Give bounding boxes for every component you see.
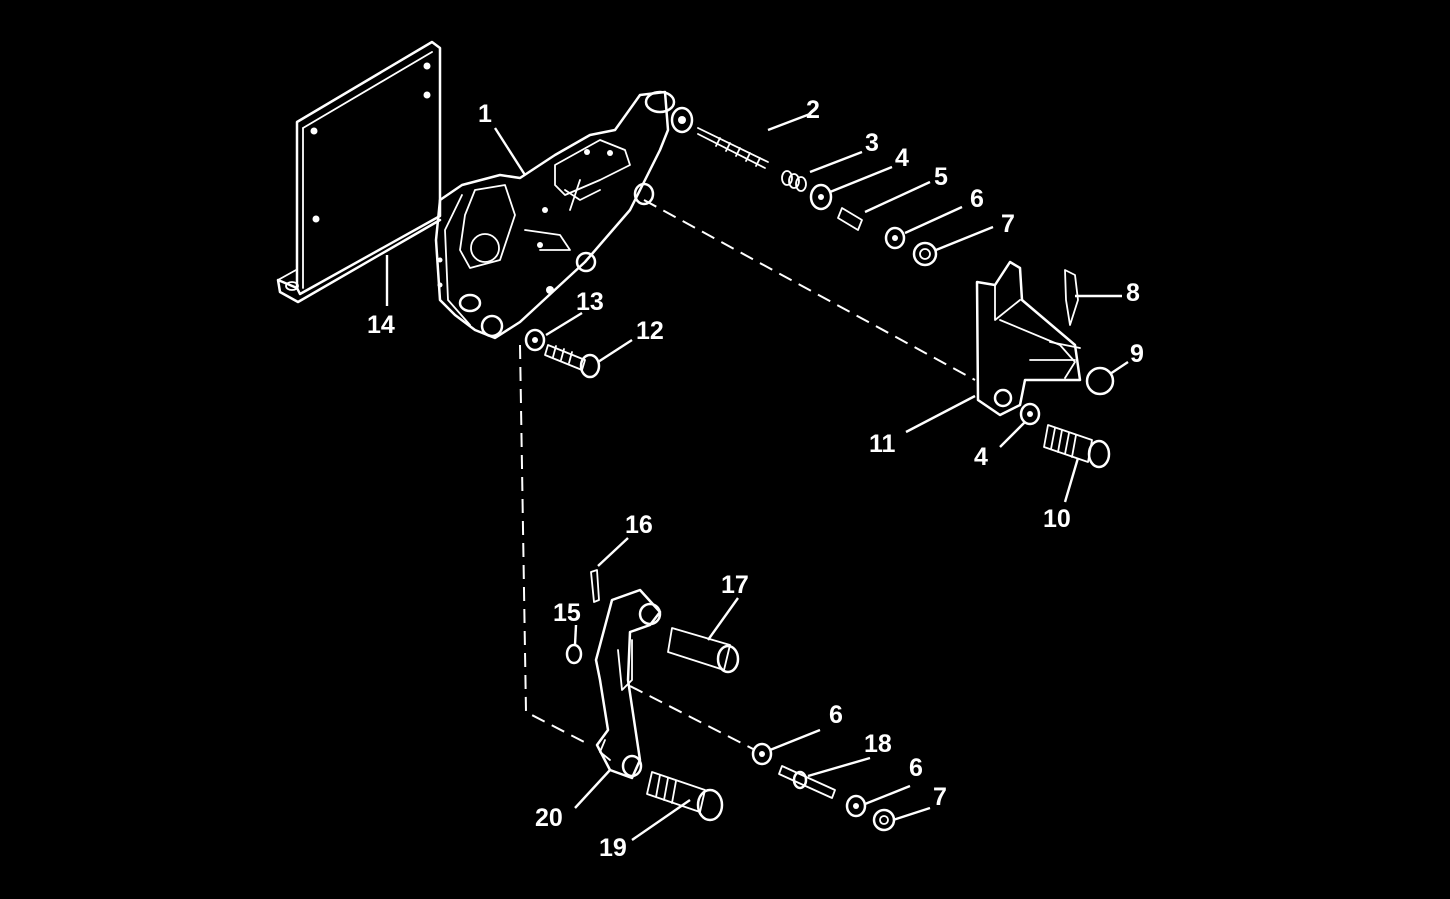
- part-15-washer: [565, 643, 583, 665]
- part-1-main-bracket: [434, 90, 694, 340]
- callout-20: 20: [535, 804, 563, 832]
- callout-6: 6: [970, 185, 984, 213]
- part-19-bolt: [646, 771, 724, 822]
- callout-labels: 1 2 3 4 5 6 7 8 9 11 4 10 13 12 14 16 15…: [367, 96, 1144, 862]
- callout-6c: 6: [909, 754, 923, 782]
- part-2-bolt: [697, 127, 769, 169]
- callout-12: 12: [636, 317, 664, 345]
- part-7-nut-b: [872, 808, 896, 832]
- leader-lines: [385, 112, 1129, 841]
- part-10-bolt: [1043, 424, 1111, 469]
- callout-18: 18: [864, 730, 892, 758]
- part-9-cap: [1085, 366, 1115, 396]
- part-14-mounting-plate: [276, 40, 442, 304]
- part-5-pin: [837, 207, 863, 231]
- part-6-washer-c: [845, 794, 867, 818]
- callout-19: 19: [599, 834, 627, 862]
- callout-14: 14: [367, 311, 395, 339]
- callout-9: 9: [1130, 340, 1144, 368]
- part-13-washer: [524, 328, 546, 352]
- callout-1: 1: [478, 100, 492, 128]
- part-4-washer-b: [1019, 402, 1041, 426]
- callout-10: 10: [1043, 505, 1071, 533]
- callout-17: 17: [721, 571, 749, 599]
- callout-7b: 7: [933, 783, 947, 811]
- part-8-cotter-pin: [1064, 269, 1079, 326]
- part-11-pivot-bracket: [975, 260, 1082, 417]
- part-16-cotter-pin: [590, 569, 600, 603]
- callout-7: 7: [1001, 210, 1015, 238]
- part-4-washer: [809, 183, 833, 211]
- callout-8: 8: [1126, 279, 1140, 307]
- part-7-nut: [912, 241, 938, 267]
- callout-11: 11: [869, 430, 896, 458]
- callout-13: 13: [576, 288, 604, 316]
- callout-4b: 4: [974, 443, 988, 471]
- alignment-lines: [519, 199, 976, 751]
- callout-16: 16: [625, 511, 653, 539]
- callout-2: 2: [806, 96, 820, 124]
- callout-5: 5: [934, 163, 948, 191]
- callout-15: 15: [553, 599, 581, 627]
- callout-6b: 6: [829, 701, 843, 729]
- callout-4: 4: [895, 144, 909, 172]
- part-6-washer: [884, 226, 906, 250]
- part-3-spring: [781, 170, 807, 192]
- part-12-bolt: [544, 344, 601, 379]
- part-18-stud: [778, 765, 836, 799]
- callout-3: 3: [865, 129, 879, 157]
- part-20-lever: [594, 588, 662, 780]
- part-6-washer-b: [751, 742, 773, 766]
- part-17-pin: [667, 627, 740, 674]
